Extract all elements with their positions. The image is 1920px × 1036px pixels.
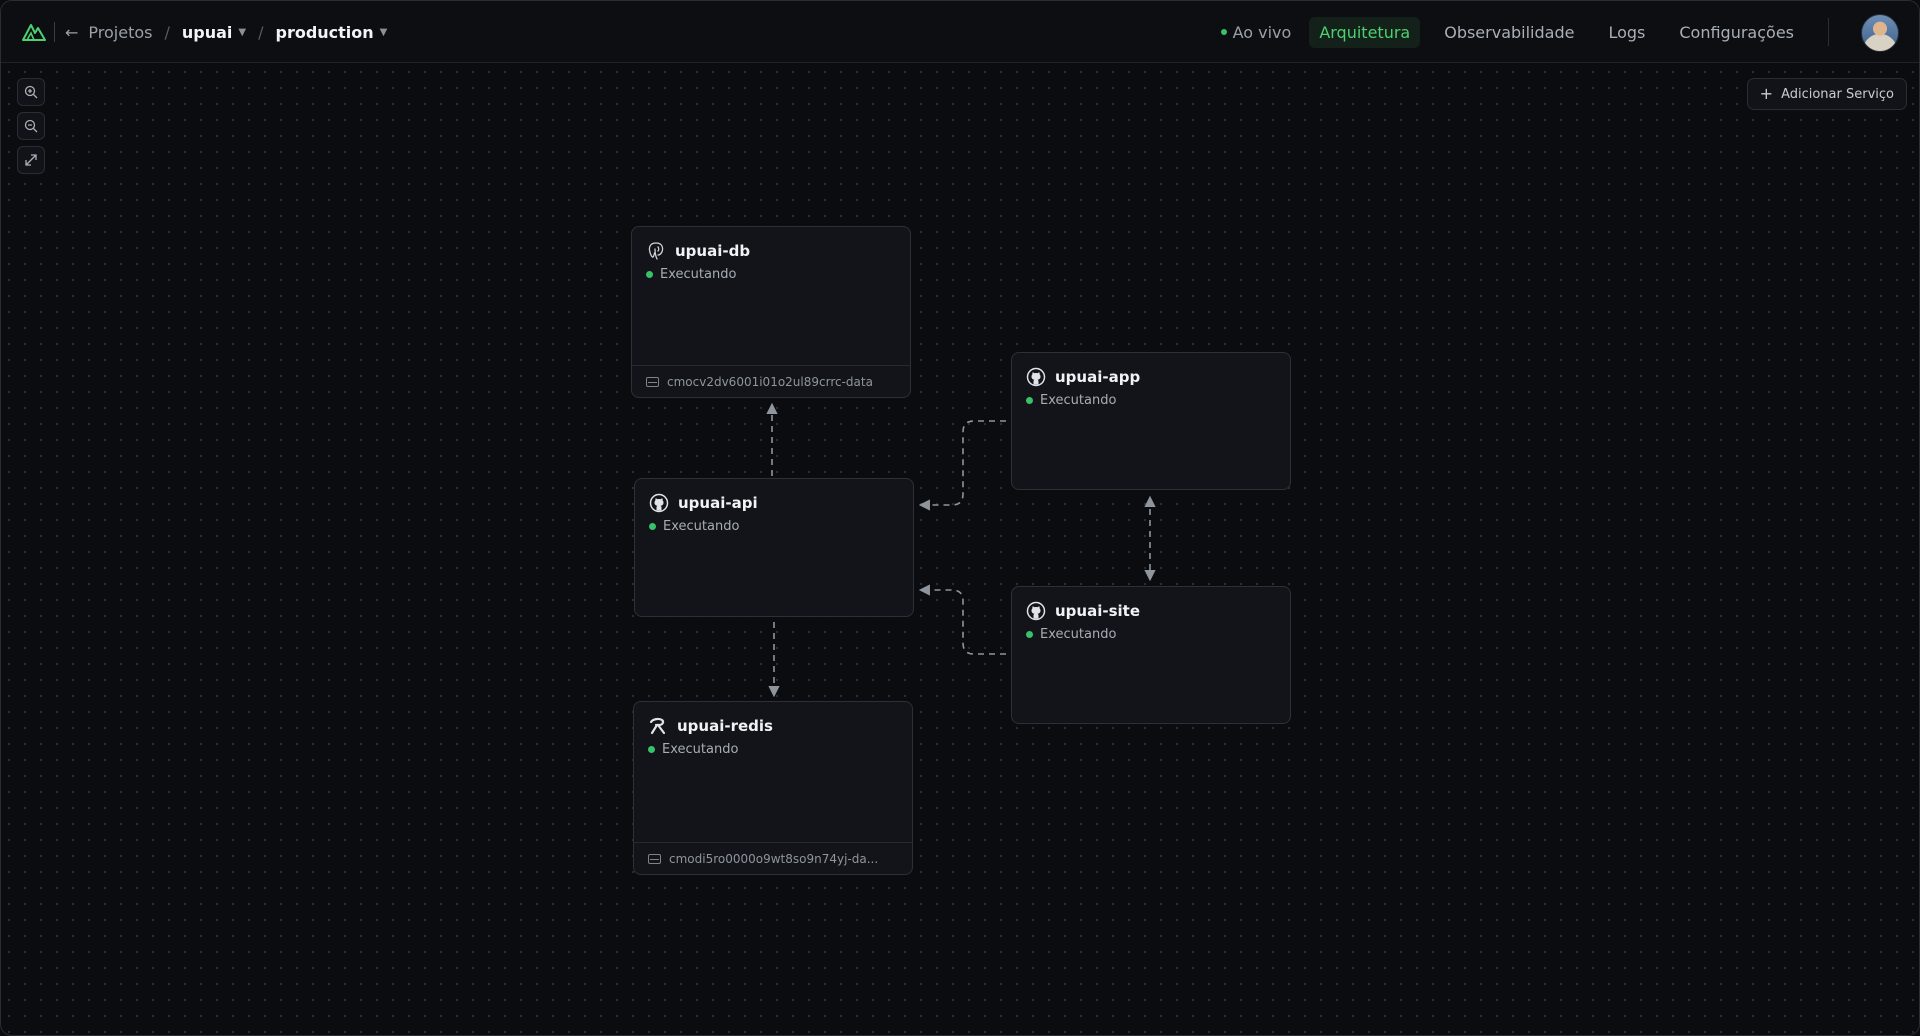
main-nav: Ao vivo Arquitetura Observabilidade Logs… <box>1220 1 1829 63</box>
service-header: upuai-site <box>1026 601 1140 621</box>
service-status: Executando <box>649 519 739 534</box>
user-avatar[interactable] <box>1861 14 1899 52</box>
github-icon <box>1026 367 1046 387</box>
service-name: upuai-api <box>678 494 758 512</box>
live-dot-icon <box>1220 29 1227 35</box>
status-dot-icon <box>648 746 655 753</box>
service-header: upuai-redis <box>648 716 773 736</box>
top-bar: ← Projetos / upuai ▼ / production ▼ Ao v… <box>1 1 1919 63</box>
chevron-down-icon[interactable]: ▼ <box>379 26 388 38</box>
tab-settings[interactable]: Configurações <box>1679 22 1794 42</box>
edge-site-api <box>918 584 1006 655</box>
service-card-site[interactable]: upuai-site Executando <box>1011 586 1291 724</box>
breadcrumb-projects[interactable]: Projetos <box>88 22 153 42</box>
status-label: Executando <box>1040 393 1117 408</box>
service-header: upuai-app <box>1026 367 1140 387</box>
status-dot-icon <box>646 271 653 278</box>
service-header: upuai-db <box>646 241 750 261</box>
status-label: Executando <box>660 267 737 282</box>
service-card-app[interactable]: upuai-app Executando <box>1011 352 1291 490</box>
chevron-down-icon[interactable]: ▼ <box>238 26 247 38</box>
service-card-api[interactable]: upuai-api Executando <box>634 478 914 617</box>
zoom-out-icon <box>24 119 38 133</box>
volume-icon <box>646 376 659 387</box>
fit-view-icon <box>25 154 37 166</box>
service-connections <box>766 402 1156 698</box>
service-card-redis[interactable]: upuai-redis Executando cmodi5ro0000o9wt8… <box>633 701 913 875</box>
breadcrumb: ← Projetos / upuai ▼ / production ▼ <box>65 1 387 63</box>
zoom-in-icon <box>24 85 38 99</box>
status-label: Executando <box>1040 627 1117 642</box>
zoom-in-button[interactable] <box>17 78 45 106</box>
tab-architecture[interactable]: Arquitetura <box>1309 16 1421 48</box>
redis-icon <box>649 717 666 735</box>
live-indicator: Ao vivo <box>1220 22 1292 42</box>
github-icon <box>649 493 669 513</box>
tab-logs[interactable]: Logs <box>1608 22 1646 42</box>
github-icon <box>1026 601 1046 621</box>
breadcrumb-environment[interactable]: production <box>275 22 374 42</box>
status-dot-icon <box>1026 397 1033 404</box>
service-name: upuai-db <box>675 242 751 260</box>
service-header: upuai-api <box>649 493 758 513</box>
volume-icon <box>648 853 661 864</box>
status-label: Executando <box>663 519 740 534</box>
edge-app-api <box>918 420 1006 511</box>
status-dot-icon <box>1026 631 1033 638</box>
header-divider <box>54 22 55 42</box>
live-label: Ao vivo <box>1232 22 1292 42</box>
volume-row[interactable]: cmocv2dv6001i01o2ul89crrc-data <box>632 365 910 397</box>
service-card-db[interactable]: upuai-db Executando cmocv2dv6001i01o2ul8… <box>631 226 911 398</box>
status-dot-icon <box>649 523 656 530</box>
postgres-icon <box>648 242 664 260</box>
service-status: Executando <box>646 267 736 282</box>
fit-view-button[interactable] <box>17 146 45 174</box>
volume-row[interactable]: cmodi5ro0000o9wt8so9n74yj-da... <box>634 842 912 874</box>
breadcrumb-separator: / <box>258 22 264 42</box>
volume-name: cmodi5ro0000o9wt8so9n74yj-da... <box>669 851 879 866</box>
breadcrumb-separator: / <box>164 22 170 42</box>
breadcrumb-project[interactable]: upuai <box>181 22 233 42</box>
status-label: Executando <box>662 742 739 757</box>
architecture-canvas[interactable]: + Adicionar Serviço upuai-db Executando … <box>1 64 1919 1035</box>
volume-name: cmocv2dv6001i01o2ul89crrc-data <box>667 374 873 389</box>
service-name: upuai-redis <box>677 717 773 735</box>
nav-divider <box>1828 18 1829 46</box>
add-service-button[interactable]: + Adicionar Serviço <box>1746 78 1907 110</box>
logo-icon[interactable] <box>21 21 47 43</box>
add-service-label: Adicionar Serviço <box>1781 86 1894 102</box>
service-name: upuai-site <box>1055 602 1140 620</box>
service-status: Executando <box>648 742 738 757</box>
plus-icon: + <box>1759 84 1774 103</box>
service-status: Executando <box>1026 627 1116 642</box>
tab-observability[interactable]: Observabilidade <box>1444 22 1575 42</box>
back-arrow-icon[interactable]: ← <box>65 22 79 42</box>
service-status: Executando <box>1026 393 1116 408</box>
service-name: upuai-app <box>1055 368 1141 386</box>
zoom-out-button[interactable] <box>17 112 45 140</box>
